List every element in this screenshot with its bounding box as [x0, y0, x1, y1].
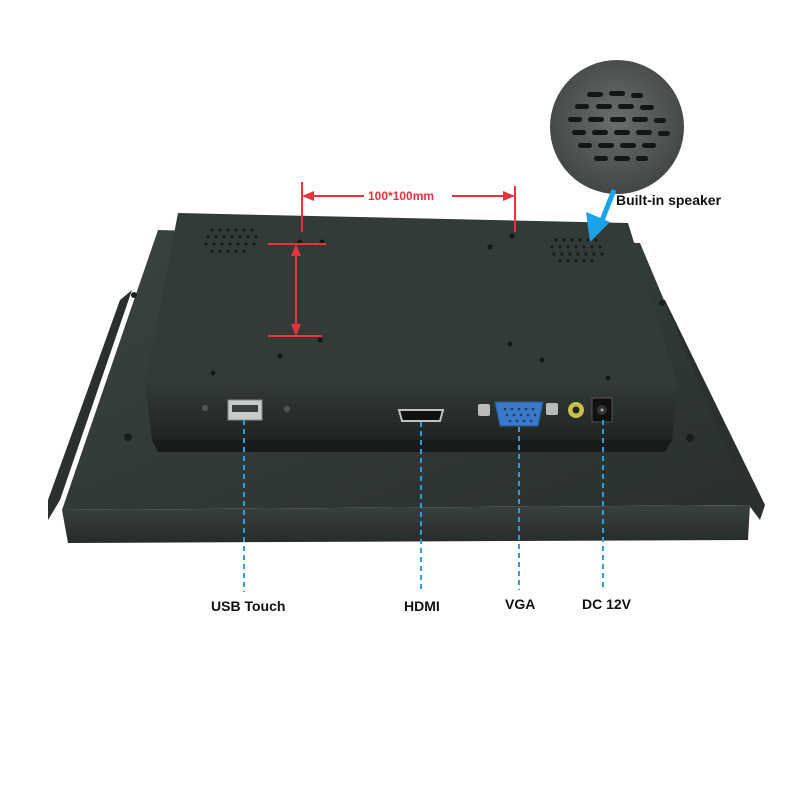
- panel-front-rim: [62, 505, 750, 543]
- usb-port-icon: [202, 399, 290, 421]
- left-bracket: [48, 290, 132, 520]
- dc-12v-label: DC 12V: [582, 596, 632, 612]
- speaker-slots-icon: [568, 91, 670, 161]
- speaker-zoom-circle: [550, 60, 684, 194]
- box-top: [145, 213, 678, 385]
- screw: [686, 434, 694, 442]
- screw: [131, 292, 137, 298]
- speaker-arrow-head: [586, 212, 610, 242]
- speaker-label: Built-in speaker: [616, 192, 722, 208]
- rear-electronics-box: [145, 213, 678, 452]
- hdmi-label: HDMI: [404, 598, 440, 614]
- screw: [659, 300, 665, 306]
- box-shadow: [152, 440, 672, 452]
- dimension-arrow: [291, 244, 301, 256]
- vga-port-icon: [478, 401, 558, 427]
- hdmi-port-icon: [397, 409, 445, 422]
- dc-jack-icon: [591, 397, 613, 423]
- callout-leaders: [243, 420, 604, 592]
- vesa-dimension-label: 100*100mm: [368, 189, 435, 203]
- screw: [124, 433, 132, 441]
- audio-jack-icon: [568, 402, 584, 418]
- dimension-arrow: [291, 324, 301, 336]
- usb-touch-label: USB Touch: [211, 598, 286, 614]
- dimension-arrow: [302, 191, 314, 201]
- speaker-zoom-callout: [550, 60, 684, 242]
- dimension-arrow: [503, 191, 515, 201]
- vesa-dimension: [268, 182, 516, 337]
- vga-label: VGA: [505, 596, 536, 612]
- speaker-grille-icon: [204, 228, 604, 263]
